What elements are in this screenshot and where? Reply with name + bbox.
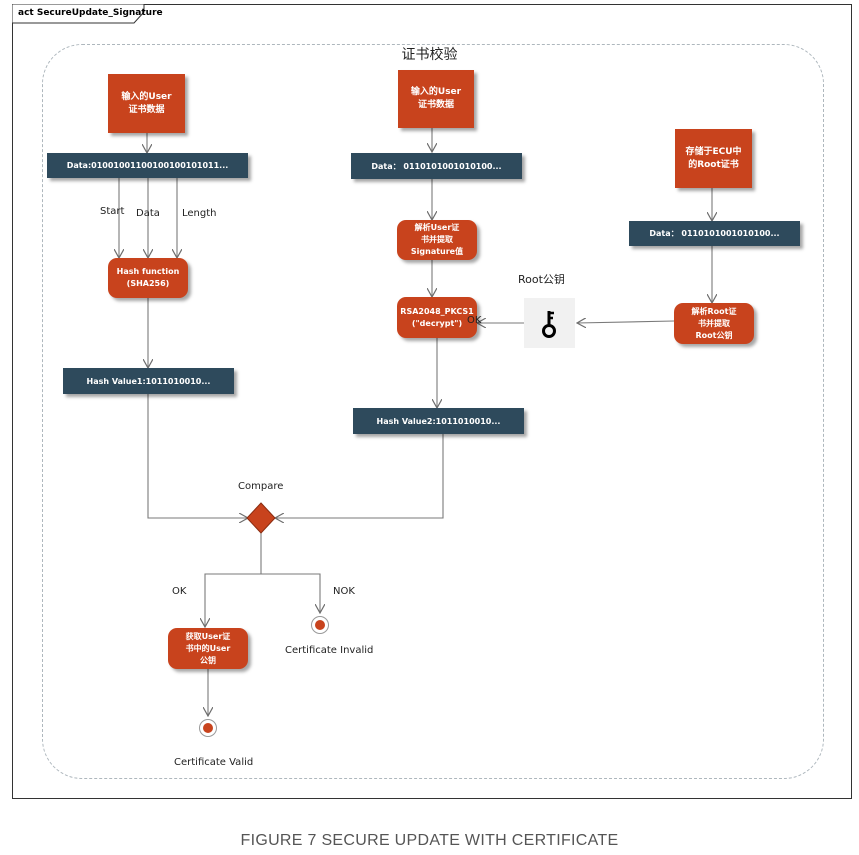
user-cert-input-mid: 输入的User 证书数据 — [398, 70, 474, 128]
data-label: Data — [136, 208, 160, 219]
edge-value2-to-compare — [275, 434, 444, 518]
user-cert-input-left: 输入的User 证书数据 — [108, 74, 185, 133]
figure-caption: FIGURE 7 SECURE UPDATE WITH CERTIFICATE — [240, 832, 619, 849]
edge-ok-branch — [205, 533, 262, 627]
frame-tab — [12, 4, 145, 24]
compare-label: Compare — [238, 481, 284, 492]
root-cert-stored: 存储于ECU中 的Root证书 — [675, 129, 752, 188]
certificate-check-group — [42, 44, 824, 779]
data-object-mid: Data： 0110101001010100... — [351, 153, 522, 179]
edge-parse-root-to-key — [577, 321, 675, 323]
hash-function-action: Hash function (SHA256) — [108, 258, 188, 298]
parse-user-cert-action: 解析User证 书并提取 Signature值 — [397, 220, 477, 260]
edge-value1-to-compare — [147, 394, 248, 518]
cert-valid-label: Certificate Valid — [174, 757, 254, 768]
data-object-right: Data： 0110101001010100... — [629, 221, 800, 246]
cert-invalid-label: Certificate Invalid — [285, 645, 374, 656]
edge-nok-branch — [261, 573, 320, 613]
hash-value2-object: Hash Value2:1011010010... — [353, 408, 524, 434]
root-pubkey-label: Root公钥 — [518, 273, 565, 286]
data-object-left: Data:01001001100100100101011... — [47, 153, 248, 178]
nok-branch-label: NOK — [333, 586, 355, 597]
compare-decision — [246, 502, 276, 534]
final-node-invalid — [311, 616, 329, 634]
group-title: 证书校验 — [401, 47, 458, 63]
parse-root-cert-action: 解析Root证 书并提取 Root公钥 — [674, 303, 754, 344]
start-label: Start — [100, 206, 125, 217]
length-label: Length — [182, 208, 217, 219]
rsa-decrypt-action: RSA2048_PKCS1 ("decrypt") — [397, 297, 477, 338]
activity-frame — [12, 4, 852, 799]
key-icon — [542, 311, 556, 338]
ok-branch-label: OK — [172, 586, 187, 597]
hash-value1-object: Hash Value1:1011010010... — [63, 368, 234, 394]
final-node-valid — [199, 719, 217, 737]
root-key-box — [524, 298, 575, 348]
ok-key-label: OK — [467, 315, 482, 326]
frame-label: act SecureUpdate_Signature — [18, 8, 163, 18]
get-user-pubkey-action: 获取User证 书中的User 公钥 — [168, 628, 248, 669]
